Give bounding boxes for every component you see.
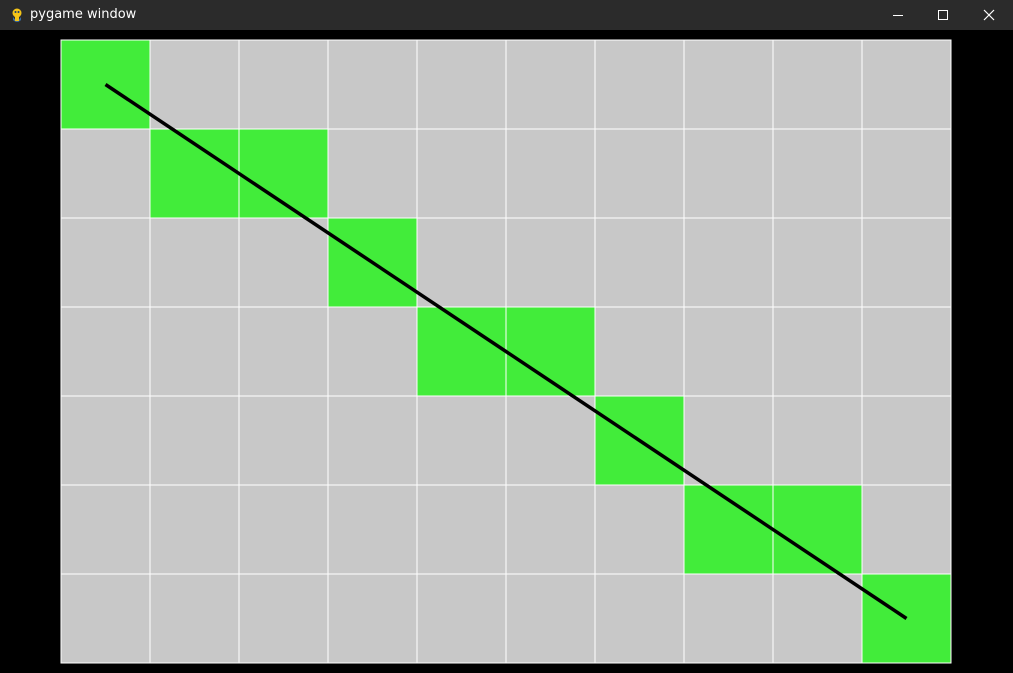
minimize-icon [892, 9, 904, 21]
grid-cell[interactable] [505, 128, 596, 219]
grid-cell[interactable] [683, 573, 774, 664]
grid-cell[interactable] [238, 217, 329, 308]
diagonal-line [104, 83, 908, 620]
grid-cell[interactable] [327, 128, 418, 219]
grid-cell[interactable] [505, 217, 596, 308]
grid-cell[interactable] [594, 217, 685, 308]
grid-cell[interactable] [683, 395, 774, 486]
grid-cell[interactable] [238, 306, 329, 397]
grid-cell[interactable] [505, 395, 596, 486]
grid-cell[interactable] [861, 39, 952, 130]
grid-cell[interactable] [772, 395, 863, 486]
maximize-icon [937, 9, 949, 21]
grid-cell[interactable] [594, 484, 685, 575]
grid-cell[interactable] [149, 484, 240, 575]
grid-cell[interactable] [416, 128, 507, 219]
grid-cell[interactable] [416, 484, 507, 575]
grid-cell[interactable] [149, 217, 240, 308]
grid-cell[interactable] [861, 484, 952, 575]
grid-cell[interactable] [60, 128, 151, 219]
grid-cell[interactable] [683, 128, 774, 219]
grid-surface[interactable] [0, 30, 1013, 673]
grid-cell[interactable] [327, 306, 418, 397]
grid-cell[interactable] [327, 395, 418, 486]
grid-cell[interactable] [772, 217, 863, 308]
grid-cell[interactable] [505, 484, 596, 575]
grid-cell[interactable] [238, 573, 329, 664]
grid-cell[interactable] [861, 217, 952, 308]
grid-cell[interactable] [683, 39, 774, 130]
window-title: pygame window [30, 7, 137, 22]
grid-cell[interactable] [772, 39, 863, 130]
grid-cell[interactable] [60, 573, 151, 664]
close-button[interactable] [966, 0, 1012, 30]
grid-cell[interactable] [594, 306, 685, 397]
grid-cell[interactable] [327, 573, 418, 664]
grid-cell[interactable] [238, 39, 329, 130]
maximize-button[interactable] [920, 0, 966, 30]
grid-cell[interactable] [416, 573, 507, 664]
grid-cell[interactable] [505, 573, 596, 664]
grid-cell[interactable] [594, 573, 685, 664]
grid-cell[interactable] [683, 306, 774, 397]
grid-cell[interactable] [861, 128, 952, 219]
grid-cell[interactable] [683, 217, 774, 308]
grid-cell[interactable] [327, 39, 418, 130]
close-icon [983, 9, 995, 21]
grid-cell[interactable] [861, 306, 952, 397]
grid-cell[interactable] [149, 573, 240, 664]
grid-cell[interactable] [60, 217, 151, 308]
grid-cell[interactable] [60, 306, 151, 397]
grid-cell[interactable] [327, 484, 418, 575]
grid-cell[interactable] [149, 306, 240, 397]
grid-cell[interactable] [594, 128, 685, 219]
grid-cell[interactable] [505, 39, 596, 130]
grid-cell[interactable] [149, 39, 240, 130]
minimize-button[interactable] [875, 0, 921, 30]
grid-cell[interactable] [149, 395, 240, 486]
grid-cell[interactable] [238, 395, 329, 486]
title-bar[interactable]: pygame window [0, 0, 1013, 30]
grid-cell[interactable] [416, 395, 507, 486]
grid-cell[interactable] [60, 484, 151, 575]
grid-cell[interactable] [416, 39, 507, 130]
grid-cell[interactable] [594, 39, 685, 130]
grid-cell[interactable] [60, 395, 151, 486]
grid-cell[interactable] [861, 395, 952, 486]
grid-cell[interactable] [772, 573, 863, 664]
grid-cell[interactable] [772, 306, 863, 397]
pygame-snake-icon [9, 7, 25, 23]
grid-cell[interactable] [772, 128, 863, 219]
grid-cell[interactable] [416, 217, 507, 308]
grid-cell[interactable] [238, 484, 329, 575]
game-canvas[interactable] [0, 30, 1013, 673]
